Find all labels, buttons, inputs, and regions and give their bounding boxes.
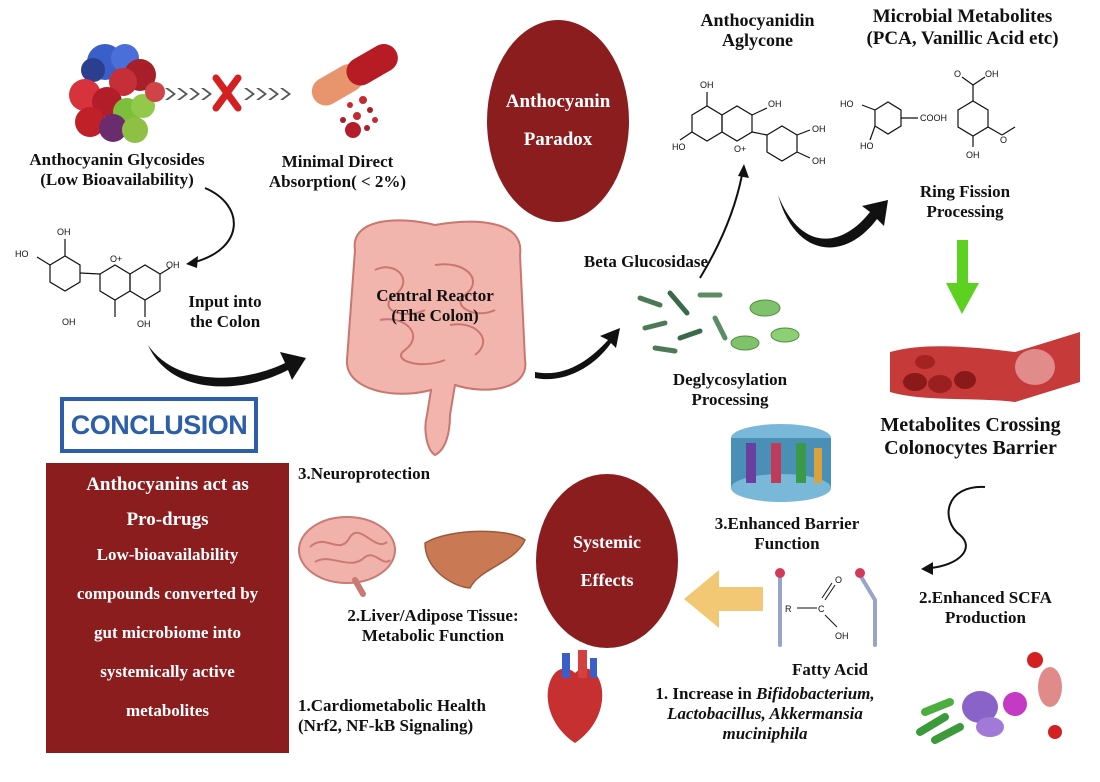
green-down-arrow: [946, 240, 979, 314]
svg-text:OH: OH: [700, 80, 714, 90]
conclusion-line2: Pro-drugs: [126, 509, 209, 530]
svg-text:R: R: [785, 604, 792, 614]
paradox-line1: Anthocyanin: [505, 91, 611, 112]
svg-text:OH: OH: [768, 99, 782, 109]
arrow-into-colon: [148, 345, 306, 387]
arrow-to-structure: [194, 187, 235, 263]
deglycosylation-label: Deglycosylation Processing: [672, 370, 788, 409]
yellow-left-arrow: [684, 570, 763, 628]
ring-fission-label: Ring Fission Processing: [919, 182, 1011, 221]
brain-icon: [298, 516, 396, 597]
beta-glucosidase-label: Beta Glucosidase: [583, 252, 709, 271]
svg-text:HO: HO: [15, 249, 29, 259]
svg-text:O: O: [954, 69, 961, 79]
svg-text:OH: OH: [812, 156, 826, 166]
berries-icon: [69, 44, 165, 143]
barrier-function-label: 3.Enhanced Barrier Function: [714, 514, 860, 553]
paradox-line2: Paradox: [523, 129, 593, 150]
svg-text:OH: OH: [137, 319, 151, 329]
conclusion-line4: compounds converted by: [76, 584, 259, 603]
absorption-label: Minimal Direct Absorption( < 2%): [268, 152, 407, 191]
svg-text:O+: O+: [110, 254, 122, 264]
red-x-icon: [212, 74, 242, 112]
svg-text:OH: OH: [812, 124, 826, 134]
cardiometabolic-label: 1.Cardiometabolic Health (Nrf2, NF-kB Si…: [298, 696, 486, 735]
svg-text:OH: OH: [835, 631, 849, 641]
microbiome-increase-label: 1. Increase in Bifidobacterium, Lactobac…: [655, 684, 875, 743]
aglycone-structure: OH HO O+ OH OH OH: [672, 80, 826, 166]
systemic-line1: Systemic: [573, 532, 641, 552]
svg-text:OH: OH: [166, 260, 180, 270]
conclusion-box: Anthocyanins act as Pro-drugs Low-bioava…: [46, 463, 289, 753]
arrow-to-aglycone: [699, 174, 743, 279]
svg-text:OH: OH: [985, 69, 999, 79]
svg-text:COOH: COOH: [920, 113, 947, 123]
scfa-label: 2.Enhanced SCFA Production: [919, 588, 1052, 627]
microbial-metabolites-label: Microbial Metabolites (PCA, Vanillic Aci…: [866, 6, 1059, 49]
glycosides-label: Anthocyanin Glycosides (Low Bioavailabil…: [29, 150, 205, 189]
svg-text:OH: OH: [57, 227, 71, 237]
aglycone-label: Anthocyanidin Aglycone: [700, 10, 815, 50]
anthocyanin-structure: OH HO O+ OH OH OH: [15, 227, 180, 329]
svg-text:OH: OH: [62, 317, 76, 327]
svg-text:HO: HO: [840, 99, 854, 109]
bacteria-cluster: [637, 290, 800, 354]
conclusion-line5: gut microbiome into: [93, 623, 241, 642]
liver-adipose-label: 2.Liver/Adipose Tissue: Metabolic Functi…: [347, 606, 519, 645]
blocked-absorption-arrow: [165, 88, 291, 100]
fatty-acid-structure: R C O OH: [775, 568, 877, 647]
conclusion-line1: Anthocyanins act as: [86, 474, 249, 495]
central-reactor-label: Central Reactor (The Colon): [376, 286, 494, 325]
microbial-metabolites-structures: HO HO COOH O OH O OH: [840, 69, 1016, 160]
colon-illustration: [345, 219, 527, 457]
conclusion-line6: systemically active: [100, 662, 235, 681]
svg-text:OH: OH: [966, 150, 980, 160]
conclusion-line7: metabolites: [125, 701, 210, 720]
arrow-to-scfa: [929, 485, 986, 569]
svg-text:HO: HO: [672, 142, 686, 152]
conclusion-badge: CONCLUSION: [60, 397, 258, 453]
membrane-icon: [731, 424, 831, 502]
capsule-icon: [311, 43, 398, 138]
conclusion-line3: Low-bioavailability: [96, 545, 239, 564]
systemic-line2: Effects: [580, 570, 634, 590]
neuroprotection-label: 3.Neuroprotection: [298, 464, 431, 483]
heart-icon: [547, 650, 603, 743]
input-colon-label: Input into the Colon: [188, 292, 262, 331]
fatty-acid-label: Fatty Acid: [791, 660, 869, 679]
svg-text:O+: O+: [734, 144, 746, 154]
systemic-effects-oval: Systemic Effects: [536, 474, 678, 648]
anthocyanin-paradox-oval: Anthocyanin Paradox: [487, 20, 629, 222]
liver-icon: [424, 530, 526, 589]
gut-microbes-icon: [916, 652, 1062, 744]
svg-text:O: O: [835, 575, 842, 585]
blood-vessel-illustration: [890, 332, 1080, 402]
crossing-barrier-label: Metabolites Crossing Colonocytes Barrier: [880, 414, 1061, 459]
arrow-to-ring-fission: [778, 195, 888, 248]
svg-text:HO: HO: [860, 141, 874, 151]
arrow-to-bacteria: [535, 328, 620, 380]
svg-text:C: C: [818, 604, 825, 614]
svg-text:O: O: [1000, 135, 1007, 145]
